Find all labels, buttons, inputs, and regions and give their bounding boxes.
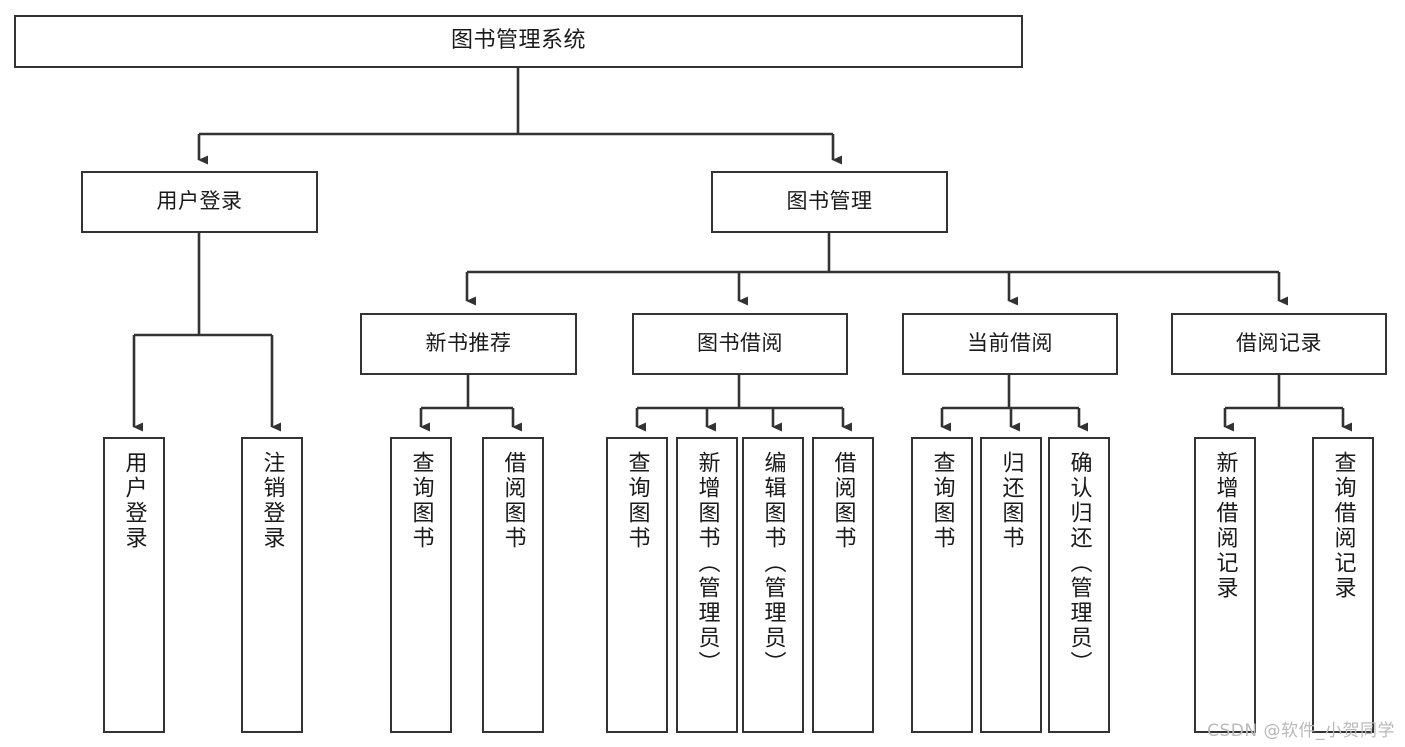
node-leaf-logout-label: 注销登录 <box>259 451 285 551</box>
node-root-label: 图书管理系统 <box>450 28 586 54</box>
node-current-borrow[interactable]: 当前借阅 <box>902 313 1118 375</box>
node-leaf-query-book-rec[interactable]: 查询图书 <box>390 437 452 733</box>
node-leaf-return-book-label: 归还图书 <box>998 451 1024 551</box>
node-leaf-edit-book-label: 编辑图书（管理员） <box>760 451 786 676</box>
node-leaf-query-book-current[interactable]: 查询图书 <box>911 437 973 733</box>
node-book-manage[interactable]: 图书管理 <box>711 171 948 233</box>
node-new-book-rec-label: 新书推荐 <box>425 331 512 356</box>
node-book-borrow-label: 图书借阅 <box>697 331 783 356</box>
node-root[interactable]: 图书管理系统 <box>14 15 1023 68</box>
node-borrow-record[interactable]: 借阅记录 <box>1171 313 1387 375</box>
node-leaf-user-login[interactable]: 用户登录 <box>103 437 165 733</box>
node-leaf-confirm-return[interactable]: 确认归还（管理员） <box>1048 437 1110 733</box>
node-leaf-borrow-book-rec[interactable]: 借阅图书 <box>482 437 544 733</box>
node-leaf-query-book-current-label: 查询图书 <box>929 451 955 551</box>
node-current-borrow-label: 当前借阅 <box>967 331 1053 356</box>
node-leaf-query-book-borrow[interactable]: 查询图书 <box>606 437 668 733</box>
node-leaf-confirm-return-label: 确认归还（管理员） <box>1066 451 1092 676</box>
node-user-login-label: 用户登录 <box>156 189 243 214</box>
node-leaf-return-book[interactable]: 归还图书 <box>980 437 1042 733</box>
watermark: CSDN @软件_小贺同学 <box>1207 721 1395 741</box>
node-leaf-add-book-label: 新增图书（管理员） <box>694 451 720 676</box>
node-leaf-borrow-book-rec-label: 借阅图书 <box>500 451 526 551</box>
node-leaf-query-book-rec-label: 查询图书 <box>408 451 434 551</box>
node-leaf-add-borrow-record-label: 新增借阅记录 <box>1212 451 1238 601</box>
node-leaf-borrow-book-label: 借阅图书 <box>830 451 856 551</box>
node-leaf-query-book-borrow-label: 查询图书 <box>624 451 650 551</box>
node-leaf-query-borrow-record[interactable]: 查询借阅记录 <box>1312 437 1374 733</box>
node-leaf-edit-book[interactable]: 编辑图书（管理员） <box>742 437 804 733</box>
node-new-book-rec[interactable]: 新书推荐 <box>360 313 577 375</box>
node-leaf-borrow-book[interactable]: 借阅图书 <box>812 437 874 733</box>
node-leaf-query-borrow-record-label: 查询借阅记录 <box>1330 451 1356 601</box>
node-leaf-user-login-label: 用户登录 <box>121 451 147 551</box>
node-borrow-record-label: 借阅记录 <box>1236 331 1322 356</box>
node-leaf-logout[interactable]: 注销登录 <box>241 437 303 733</box>
node-leaf-add-borrow-record[interactable]: 新增借阅记录 <box>1194 437 1256 733</box>
node-book-borrow[interactable]: 图书借阅 <box>632 313 848 375</box>
node-leaf-add-book[interactable]: 新增图书（管理员） <box>676 437 738 733</box>
node-user-login[interactable]: 用户登录 <box>81 171 318 233</box>
node-book-manage-label: 图书管理 <box>786 189 873 214</box>
